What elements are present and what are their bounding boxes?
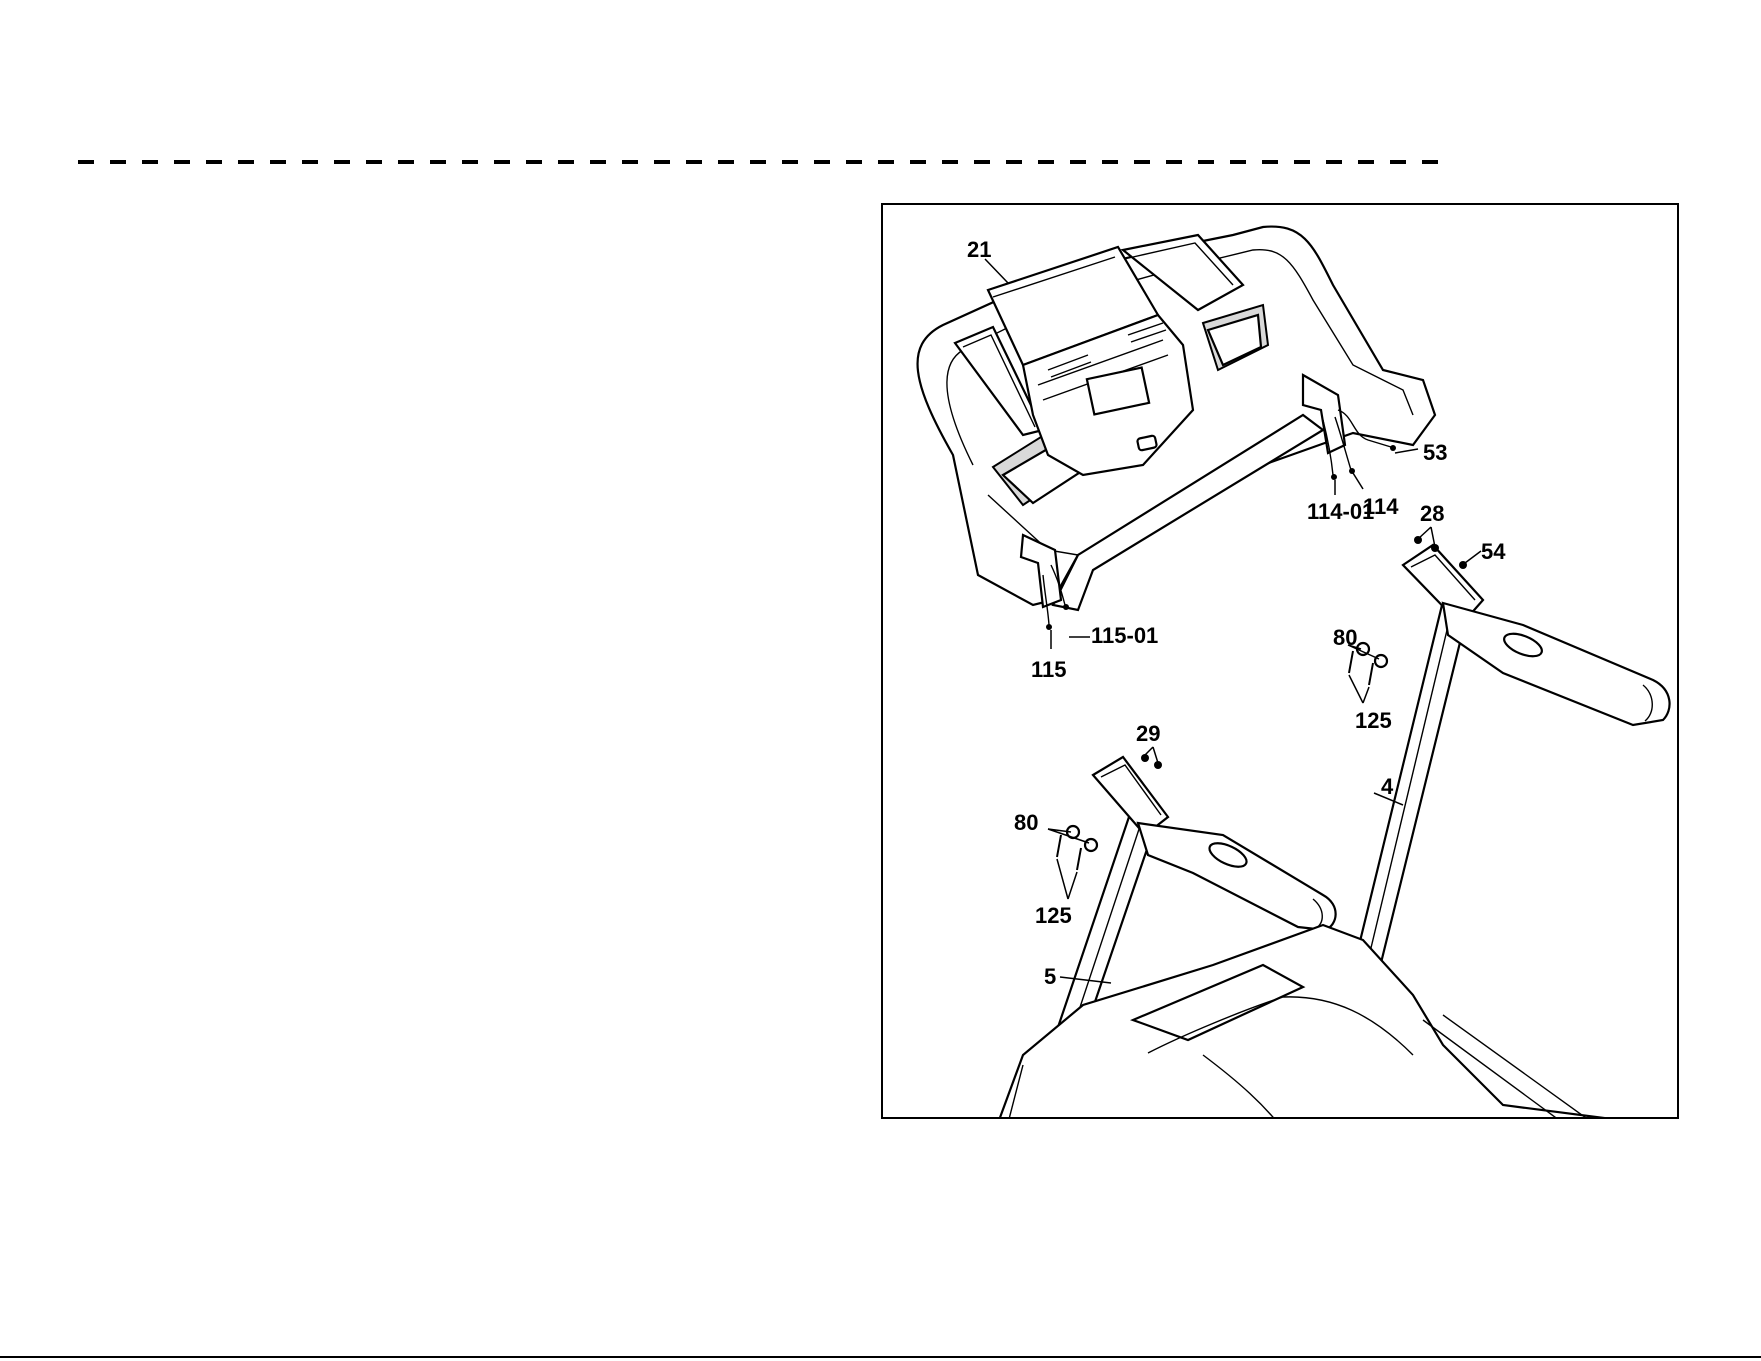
callout-125-right: 125 — [1355, 708, 1392, 733]
dashed-rule — [78, 159, 1448, 165]
callout-125-left: 125 — [1035, 903, 1072, 928]
callout-4: 4 — [1381, 774, 1394, 799]
callout-21: 21 — [967, 237, 991, 262]
right-upright — [1349, 536, 1670, 975]
callout-115-01: 115-01 — [1091, 623, 1158, 648]
callout-29: 29 — [1136, 721, 1160, 746]
callout-28: 28 — [1420, 501, 1444, 526]
console-assembly — [918, 227, 1435, 630]
callout-114: 114 — [1363, 494, 1399, 519]
callout-5: 5 — [1044, 964, 1056, 989]
callout-80-left: 80 — [1014, 810, 1038, 835]
callout-54: 54 — [1481, 539, 1506, 564]
callout-53: 53 — [1423, 440, 1447, 465]
treadmill-console-drawing: 21 53 114-01 114 28 54 80 125 115-01 115… — [883, 205, 1679, 1119]
assembly-figure: 21 53 114-01 114 28 54 80 125 115-01 115… — [881, 203, 1679, 1119]
callout-115: 115 — [1031, 657, 1067, 682]
callout-80-right: 80 — [1333, 625, 1357, 650]
bottom-rule — [0, 1356, 1761, 1358]
